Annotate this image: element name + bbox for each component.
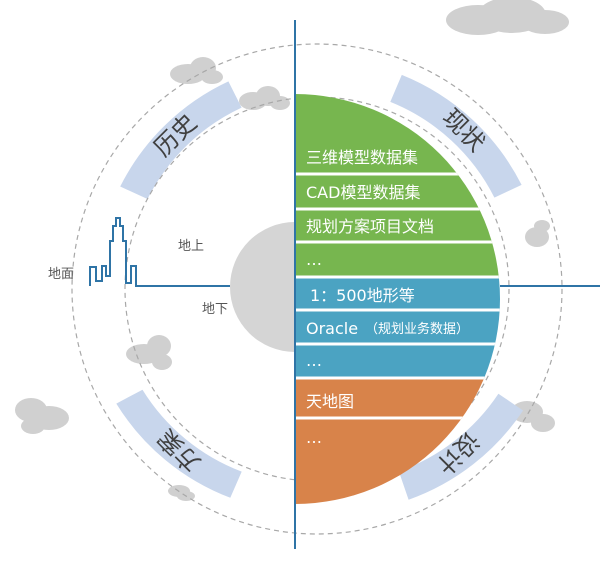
axes xyxy=(89,20,600,549)
cloud-upper-left xyxy=(170,57,223,84)
data-panel: 三维模型数据集 CAD模型数据集 规划方案项目文档 … 1：500地形等 Ora… xyxy=(295,94,500,504)
row-dividers xyxy=(295,172,500,420)
band-current xyxy=(390,74,522,198)
item-cad-models: CAD模型数据集 xyxy=(306,183,420,202)
cloud-top-right xyxy=(446,0,569,35)
label-ground: 地面 xyxy=(48,267,74,282)
cloud-bottom-left xyxy=(15,398,69,434)
item-blue-more: … xyxy=(306,351,322,370)
cloud-bottom-right xyxy=(511,401,555,432)
ground-skyline xyxy=(89,217,230,287)
outer-dashed-circle xyxy=(71,43,563,535)
item-oracle: Oracle xyxy=(306,319,358,338)
label-below-ground: 地下 xyxy=(202,302,228,317)
band-design xyxy=(398,393,524,500)
item-plan-docs: 规划方案项目文档 xyxy=(306,217,434,236)
item-3d-models: 三维模型数据集 xyxy=(306,148,418,167)
item-topo: 1：500地形等 xyxy=(310,286,415,305)
cloud-upper-center xyxy=(239,86,290,110)
ring-bands xyxy=(116,74,524,500)
label-above-ground: 地上 xyxy=(178,239,204,254)
item-orange-more: … xyxy=(306,428,322,447)
band-history xyxy=(120,81,242,199)
cloud-left xyxy=(126,335,172,370)
band-plan xyxy=(116,389,242,498)
cloud-decorations xyxy=(15,0,569,501)
blue-block xyxy=(295,277,500,378)
item-green-more: … xyxy=(306,250,322,269)
item-oracle-note: （规划业务数据） xyxy=(365,321,469,337)
cloud-right xyxy=(525,220,550,247)
item-tianditu: 天地图 xyxy=(306,392,354,411)
